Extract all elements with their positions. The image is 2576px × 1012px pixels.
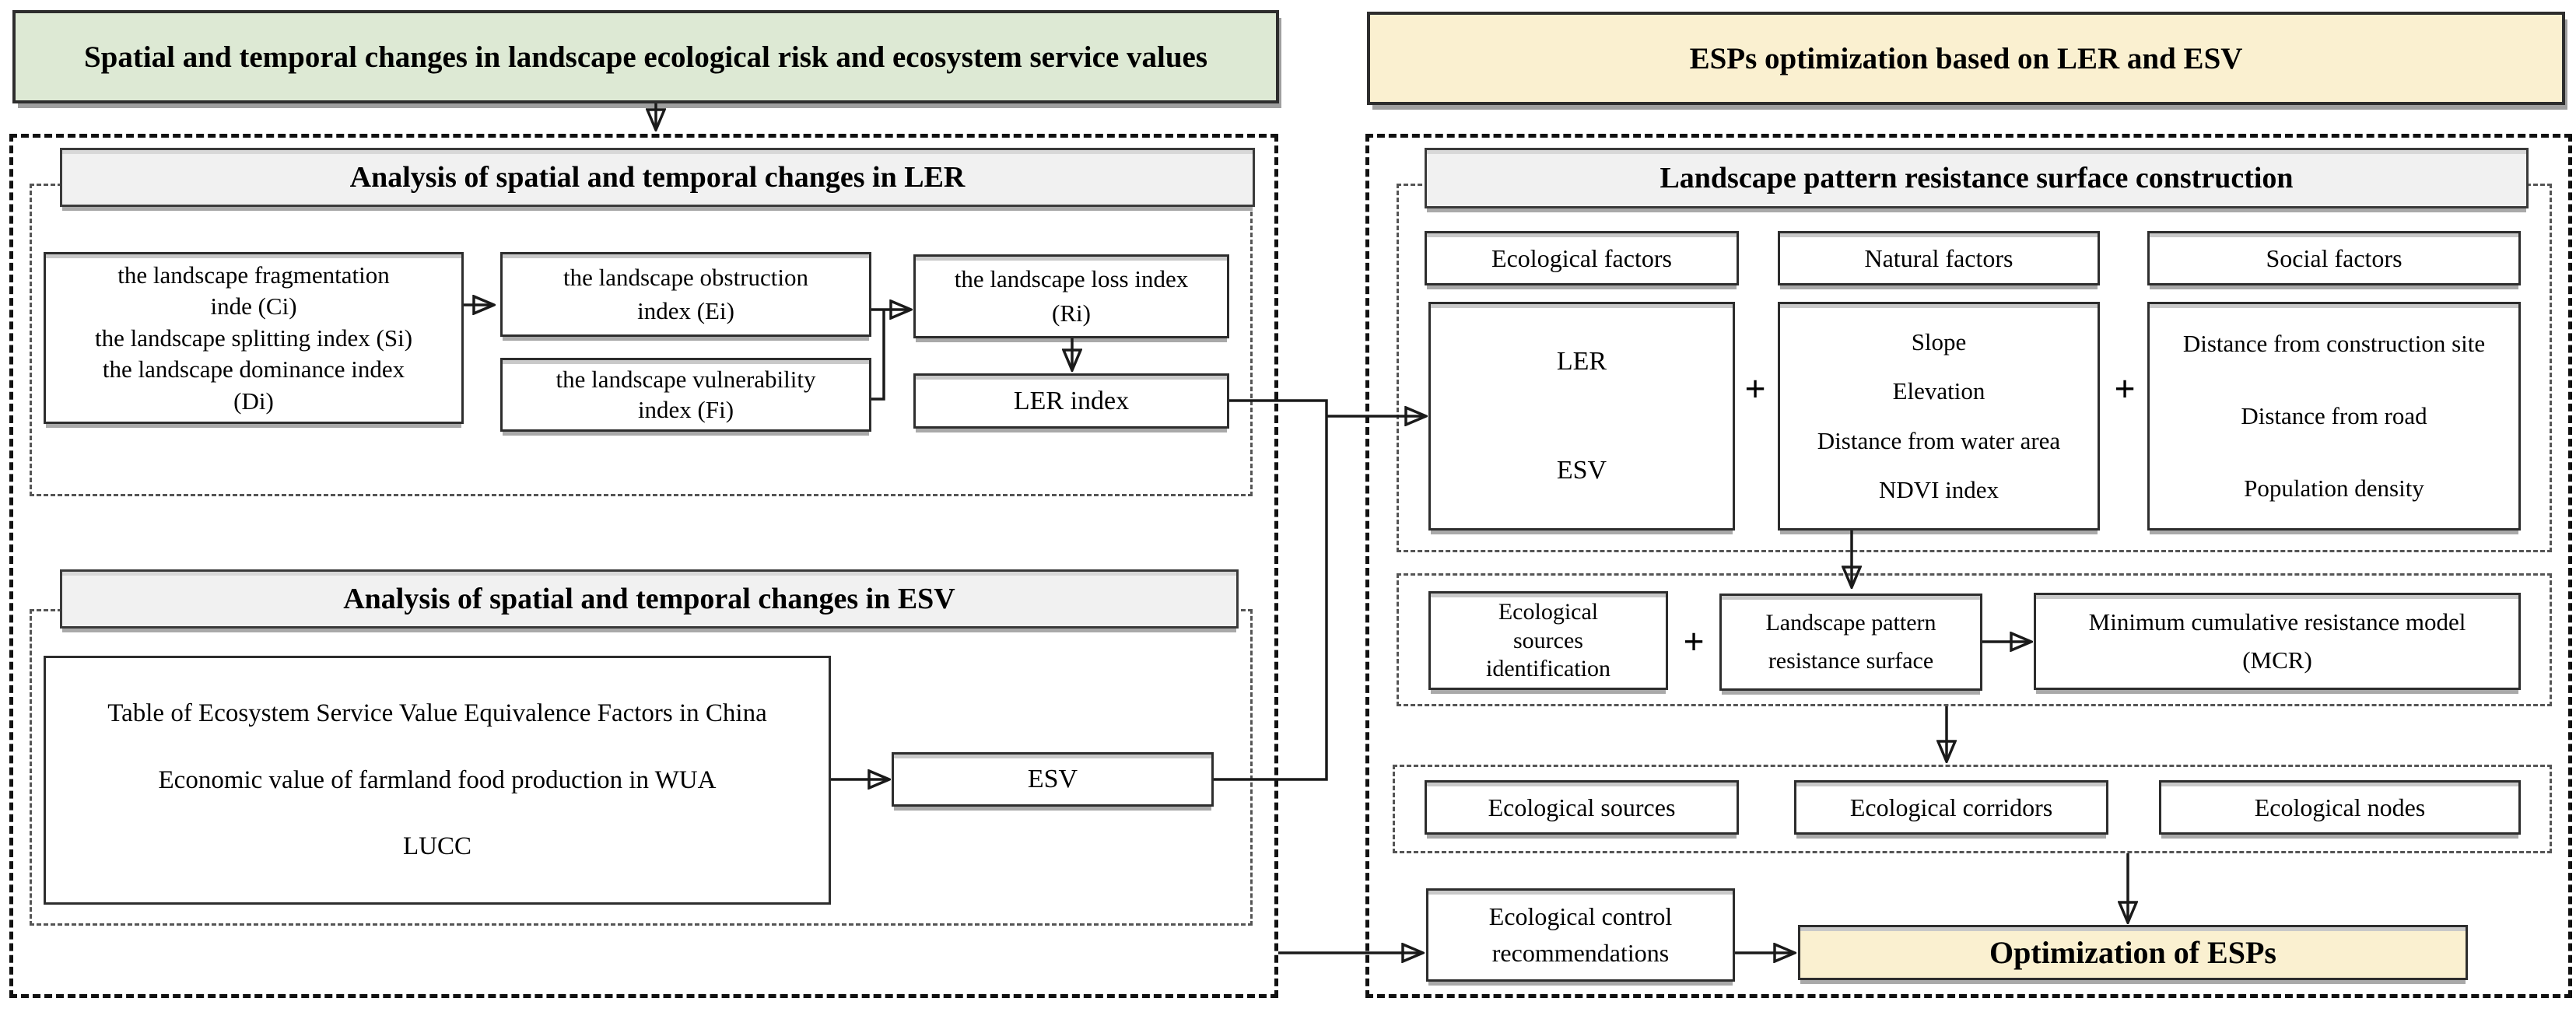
- box-line: the landscape splitting index (Si): [94, 324, 413, 352]
- obstruction-index-box: the landscape obstruction index (Ei): [500, 252, 871, 337]
- mcr-section-dotted-box: [1397, 573, 2552, 706]
- box-line: LUCC: [402, 832, 471, 861]
- box-line: (Di): [233, 387, 274, 415]
- box-line: Population density: [2244, 474, 2424, 502]
- social-factors-box: Distance from construction site Distance…: [2147, 302, 2521, 531]
- box-line: Slope: [1911, 328, 1967, 356]
- ler-index-box: LER index: [913, 373, 1229, 429]
- box-line: NDVI index: [1878, 475, 1999, 503]
- box-line: Economic value of farmland food producti…: [158, 765, 717, 794]
- natural-factors-box: Slope Elevation Distance from water area…: [1778, 302, 2100, 531]
- box-line: Table of Ecosystem Service Value Equival…: [107, 699, 767, 727]
- loss-index-box: the landscape loss index (Ri): [913, 254, 1229, 338]
- ecological-corridors-box: Ecological corridors: [1794, 780, 2108, 835]
- ler-section-title: Analysis of spatial and temporal changes…: [60, 148, 1255, 207]
- esv-box: ESV: [892, 752, 1214, 807]
- box-line: resistance surface: [1768, 647, 1934, 674]
- box-line: the landscape dominance index: [102, 355, 405, 383]
- box-line: ESV: [1556, 456, 1607, 485]
- box-line: the landscape loss index: [954, 265, 1189, 293]
- box-line: Ecological control: [1488, 902, 1673, 930]
- box-line: Distance from water area: [1817, 426, 2061, 454]
- box-line: Landscape pattern: [1765, 610, 1936, 636]
- ecological-factors-header-box: Ecological factors: [1425, 231, 1739, 285]
- ecological-sources-identification-box: Ecological sources identification: [1428, 591, 1668, 690]
- fragmentation-indices-box: the landscape fragmentation inde (Ci) th…: [44, 252, 464, 424]
- right-panel-dashed-container: [1365, 134, 2572, 998]
- box-line: Ecological: [1498, 598, 1599, 625]
- box-line: the landscape fragmentation: [117, 261, 390, 289]
- box-line: recommendations: [1491, 939, 1670, 968]
- ecological-sources-box: Ecological sources: [1425, 780, 1739, 835]
- box-line: the landscape vulnerability: [556, 366, 816, 393]
- right-banner: ESPs optimization based on LER and ESV: [1367, 12, 2565, 105]
- esv-section-title: Analysis of spatial and temporal changes…: [60, 569, 1239, 629]
- natural-factors-header-box: Natural factors: [1778, 231, 2100, 285]
- esv-inputs-box: Table of Ecosystem Service Value Equival…: [44, 656, 831, 905]
- box-line: Distance from road: [2241, 401, 2427, 429]
- box-line: (Ri): [1052, 299, 1091, 327]
- ecological-nodes-box: Ecological nodes: [2159, 780, 2521, 835]
- ecological-control-recommendations-box: Ecological control recommendations: [1426, 888, 1735, 982]
- left-banner: Spatial and temporal changes in landscap…: [12, 10, 1279, 103]
- mcr-model-box: Minimum cumulative resistance model (MCR…: [2034, 593, 2521, 690]
- optimization-of-esps-box: Optimization of ESPs: [1798, 925, 2468, 980]
- plus-sign: +: [2114, 368, 2136, 410]
- box-line: (MCR): [2242, 646, 2312, 674]
- box-line: index (Fi): [637, 396, 734, 423]
- box-line: the landscape obstruction: [563, 263, 809, 291]
- box-line: LER: [1556, 347, 1607, 376]
- resistance-section-title: Landscape pattern resistance surface con…: [1425, 148, 2529, 208]
- box-line: Elevation: [1892, 377, 1985, 405]
- social-factors-header-box: Social factors: [2147, 231, 2521, 285]
- plus-sign: +: [1683, 621, 1705, 663]
- box-line: Minimum cumulative resistance model: [2088, 608, 2466, 636]
- vulnerability-index-box: the landscape vulnerability index (Fi): [500, 358, 871, 432]
- box-line: Distance from construction site: [2182, 329, 2486, 357]
- resistance-surface-box: Landscape pattern resistance surface: [1719, 594, 1982, 691]
- plus-sign: +: [1744, 368, 1766, 410]
- outputs-section-dotted-box: [1393, 765, 2552, 853]
- box-line: sources: [1513, 627, 1583, 653]
- box-line: identification: [1486, 656, 1610, 682]
- ler-esv-factors-box: LER ESV: [1428, 302, 1735, 531]
- box-line: index (Ei): [637, 297, 734, 325]
- box-line: inde (Ci): [210, 292, 297, 320]
